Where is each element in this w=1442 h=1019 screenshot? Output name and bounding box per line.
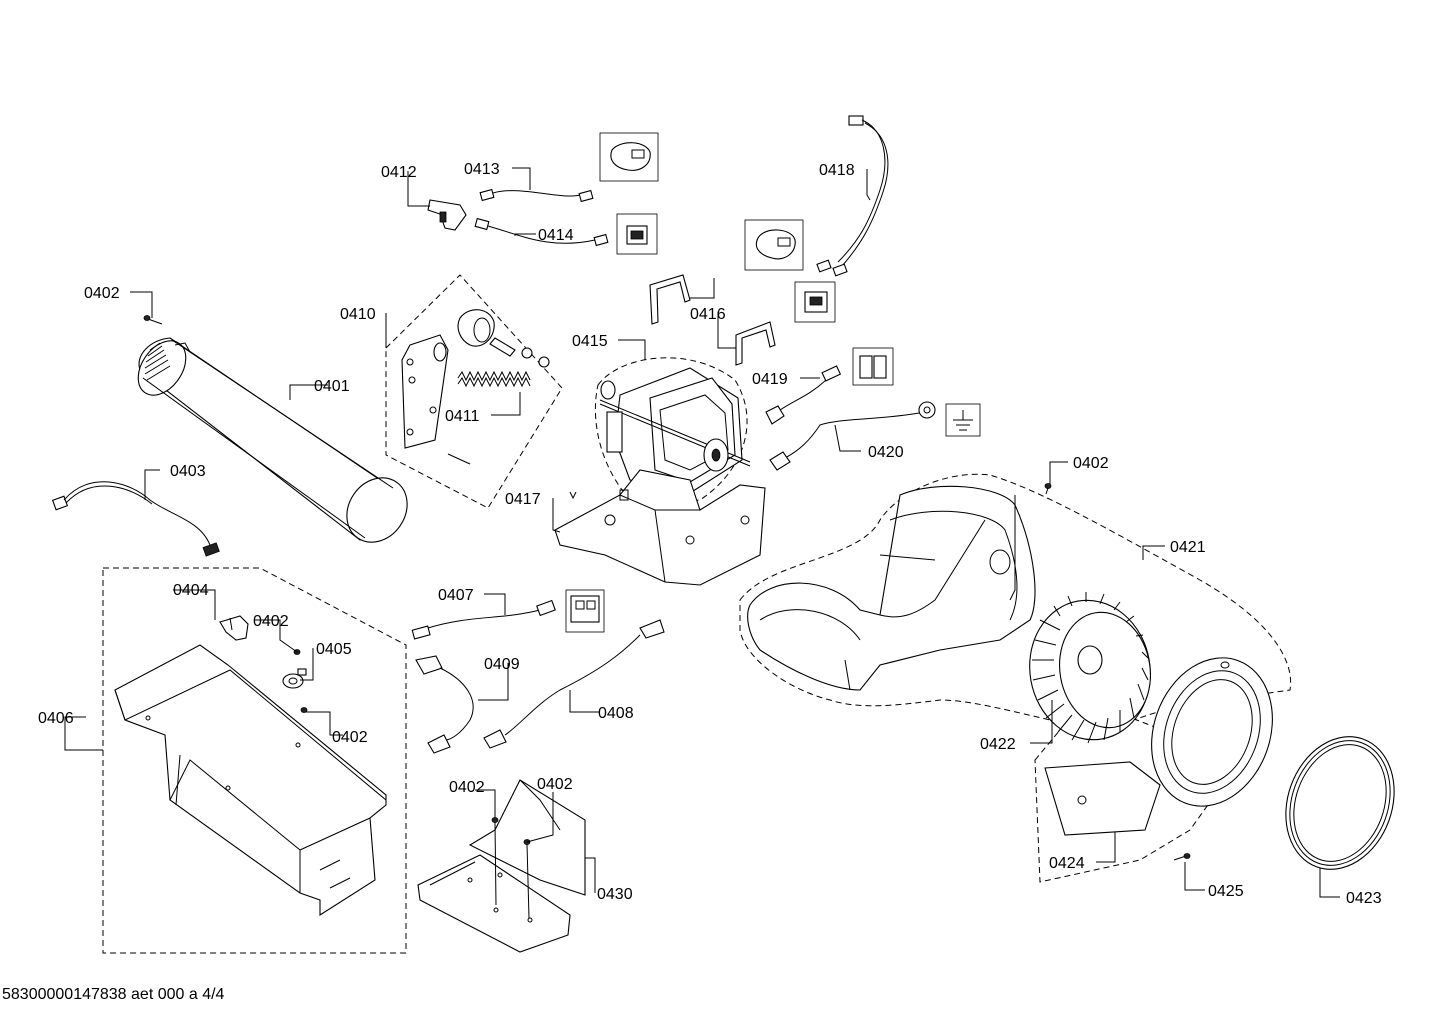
callout-0410: 0410	[340, 306, 376, 323]
callout-0430: 0430	[597, 886, 633, 903]
group-outline-0406	[102, 567, 407, 954]
leader-lines	[64, 167, 1340, 898]
callout-0416: 0416	[690, 306, 726, 323]
part-0420-ground-wire	[769, 401, 981, 471]
callout-0402: 0402	[84, 285, 120, 302]
callout-0402: 0402	[449, 779, 485, 796]
callout-0421: 0421	[1170, 539, 1206, 556]
callout-0423: 0423	[1346, 890, 1382, 907]
part-0406-duct	[114, 644, 387, 917]
part-0403-cable	[51, 481, 220, 557]
callout-0402: 0402	[253, 613, 289, 630]
part-0419-wire	[765, 347, 894, 425]
callout-0412: 0412	[381, 164, 417, 181]
part-0409-wire	[415, 655, 474, 754]
callout-0402: 0402	[332, 729, 368, 746]
part-0417-mount	[554, 469, 766, 586]
part-0412-switch	[427, 199, 467, 231]
screw-0402-top-left	[143, 315, 163, 325]
callout-0405: 0405	[316, 641, 352, 658]
part-0408-wire	[483, 619, 665, 749]
callout-0407: 0407	[438, 587, 474, 604]
part-0414-wire	[474, 213, 658, 255]
callout-0424: 0424	[1049, 855, 1085, 872]
part-0407-wire	[411, 589, 605, 640]
callout-0417: 0417	[505, 491, 541, 508]
callout-0406: 0406	[38, 710, 74, 727]
part-0401-drum	[137, 337, 408, 543]
callout-0401: 0401	[314, 378, 350, 395]
callout-0415: 0415	[572, 333, 608, 350]
group-outline-0415	[594, 357, 748, 506]
callout-0402: 0402	[537, 776, 573, 793]
screw-0425	[1173, 853, 1191, 861]
callout-0425: 0425	[1208, 883, 1244, 900]
callout-0419: 0419	[752, 371, 788, 388]
drawing-number: 58300000147838 aet 000 a 4/4	[2, 986, 225, 1003]
callout-0422: 0422	[980, 736, 1016, 753]
part-0418-harness	[744, 115, 889, 323]
callout-0403: 0403	[170, 463, 206, 480]
part-0411-spring	[457, 370, 531, 388]
part-0413-wire	[479, 132, 659, 203]
part-0405-thermostat	[282, 668, 307, 689]
part-0410-bracket	[401, 309, 550, 465]
callout-0408: 0408	[598, 705, 634, 722]
part-0424-fan-cover	[1044, 657, 1273, 836]
part-0422-fan-wheel	[1029, 592, 1151, 744]
part-0421-fan-housing	[747, 485, 1036, 691]
part-0423-ring	[1285, 736, 1395, 870]
callout-0402: 0402	[1073, 455, 1109, 472]
part-0415-motor	[599, 367, 751, 494]
callout-0414: 0414	[538, 227, 574, 244]
group-outline-0424	[1034, 699, 1241, 883]
callout-0420: 0420	[868, 444, 904, 461]
screw-0402-right	[1044, 483, 1052, 495]
callout-0404: 0404	[173, 582, 209, 599]
part-0430-bracket	[417, 779, 586, 953]
callout-0413: 0413	[464, 161, 500, 178]
callout-0409: 0409	[484, 656, 520, 673]
part-0404-switch	[219, 615, 249, 641]
callout-0418: 0418	[819, 162, 855, 179]
part-0416-clips	[649, 274, 776, 366]
callout-0411: 0411	[445, 408, 480, 425]
